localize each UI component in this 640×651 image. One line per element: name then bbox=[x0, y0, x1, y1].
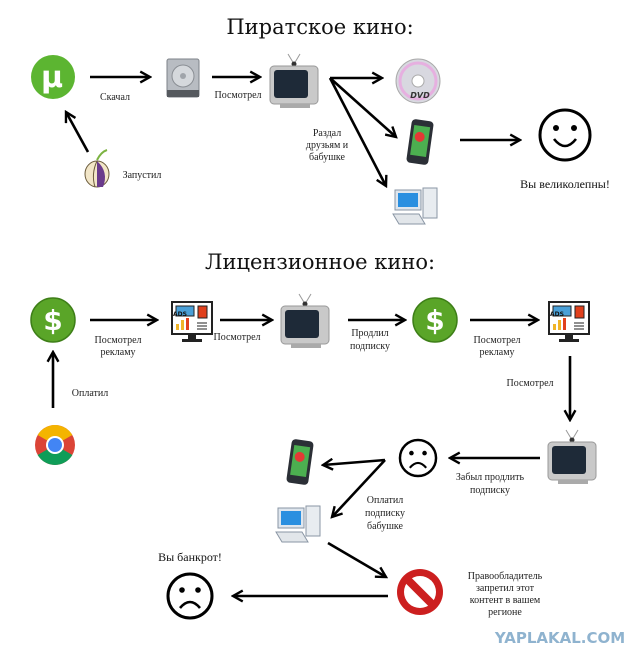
hard-drive-icon bbox=[166, 58, 200, 98]
svg-text:контент в вашем: контент в вашем bbox=[470, 595, 541, 606]
ads-text: ADS bbox=[550, 311, 564, 318]
svg-text:µ: µ bbox=[41, 60, 63, 95]
computer-icon bbox=[392, 187, 438, 225]
arrow-to-blocked bbox=[327, 541, 386, 577]
label-renewed: Продлил подписку bbox=[350, 328, 390, 352]
label-bankrupt: Вы банкрот! bbox=[158, 550, 222, 564]
utorrent-icon: µ bbox=[31, 55, 75, 99]
tv-icon bbox=[280, 293, 330, 349]
dollar-icon bbox=[30, 297, 76, 343]
svg-text:подписку: подписку bbox=[470, 485, 510, 496]
svg-text:подписку: подписку bbox=[365, 508, 405, 519]
ads-monitor-icon bbox=[548, 301, 590, 343]
label-forgot: Забыл продлить подписку bbox=[456, 472, 525, 496]
dvd-icon: DVD bbox=[395, 58, 441, 104]
licensed-title: Лицензионное кино: bbox=[205, 250, 435, 274]
svg-text:Оплатил: Оплатил bbox=[367, 495, 403, 506]
svg-text:Посмотрел: Посмотрел bbox=[473, 335, 520, 346]
label-downloaded: Скачал bbox=[100, 92, 130, 103]
svg-text:рекламу: рекламу bbox=[479, 347, 514, 358]
label-watched-2: Посмотрел bbox=[506, 378, 553, 389]
watermark: YAPLAKAL.COM bbox=[494, 629, 625, 647]
svg-text:Правообладитель: Правообладитель bbox=[468, 571, 543, 582]
label-shared: Раздал друзьям и бабушке bbox=[306, 128, 349, 163]
chrome-icon bbox=[35, 425, 75, 465]
pirate-title: Пиратское кино: bbox=[226, 15, 413, 39]
label-paid-grandma: Оплатил подписку бабушке bbox=[365, 495, 405, 532]
arrow-to-pc bbox=[328, 77, 386, 186]
dollar-icon bbox=[412, 297, 458, 343]
svg-text:Продлил: Продлил bbox=[351, 328, 388, 339]
label-launched: Запустил bbox=[123, 170, 162, 181]
arrow-to-phone bbox=[323, 460, 386, 465]
svg-text:регионе: регионе bbox=[488, 607, 522, 618]
svg-text:DVD: DVD bbox=[410, 91, 430, 100]
sad-face-icon bbox=[398, 438, 438, 478]
phone-icon bbox=[406, 118, 434, 166]
stop-sign-icon bbox=[397, 569, 443, 615]
label-watched: Посмотрел bbox=[214, 90, 261, 101]
label-watched-1: Посмотрел bbox=[213, 332, 260, 343]
tv-icon bbox=[269, 53, 319, 109]
svg-text:рекламу: рекламу bbox=[100, 347, 135, 358]
label-great: Вы великолепны! bbox=[520, 177, 610, 191]
svg-text:Раздал: Раздал bbox=[313, 128, 341, 139]
tv-icon bbox=[547, 429, 597, 485]
svg-text:друзьям и: друзьям и bbox=[306, 140, 349, 151]
tor-onion-icon bbox=[84, 149, 110, 188]
svg-text:подписку: подписку bbox=[350, 341, 390, 352]
phone-icon bbox=[286, 438, 314, 486]
svg-text:запретил этот: запретил этот bbox=[476, 583, 535, 594]
svg-text:Забыл продлить: Забыл продлить bbox=[456, 472, 525, 483]
svg-text:бабушке: бабушке bbox=[367, 521, 404, 532]
svg-text:Посмотрел: Посмотрел bbox=[94, 335, 141, 346]
arrow-to-pc bbox=[332, 459, 386, 517]
label-paid: Оплатил bbox=[72, 388, 108, 399]
svg-text:бабушке: бабушке bbox=[309, 152, 346, 163]
label-watched-ads-2: Посмотрел рекламу bbox=[473, 335, 520, 358]
ads-text: ADS bbox=[173, 311, 187, 318]
happy-face-icon bbox=[538, 108, 592, 162]
computer-icon bbox=[275, 505, 321, 543]
arrow-launched bbox=[66, 112, 90, 153]
label-watched-ads-1: Посмотрел рекламу bbox=[94, 335, 141, 358]
ads-monitor-icon bbox=[171, 301, 213, 343]
label-blocked: Правообладитель запретил этот контент в … bbox=[468, 571, 543, 618]
sad-face-icon bbox=[166, 572, 214, 620]
arrow-to-phone bbox=[329, 77, 396, 137]
